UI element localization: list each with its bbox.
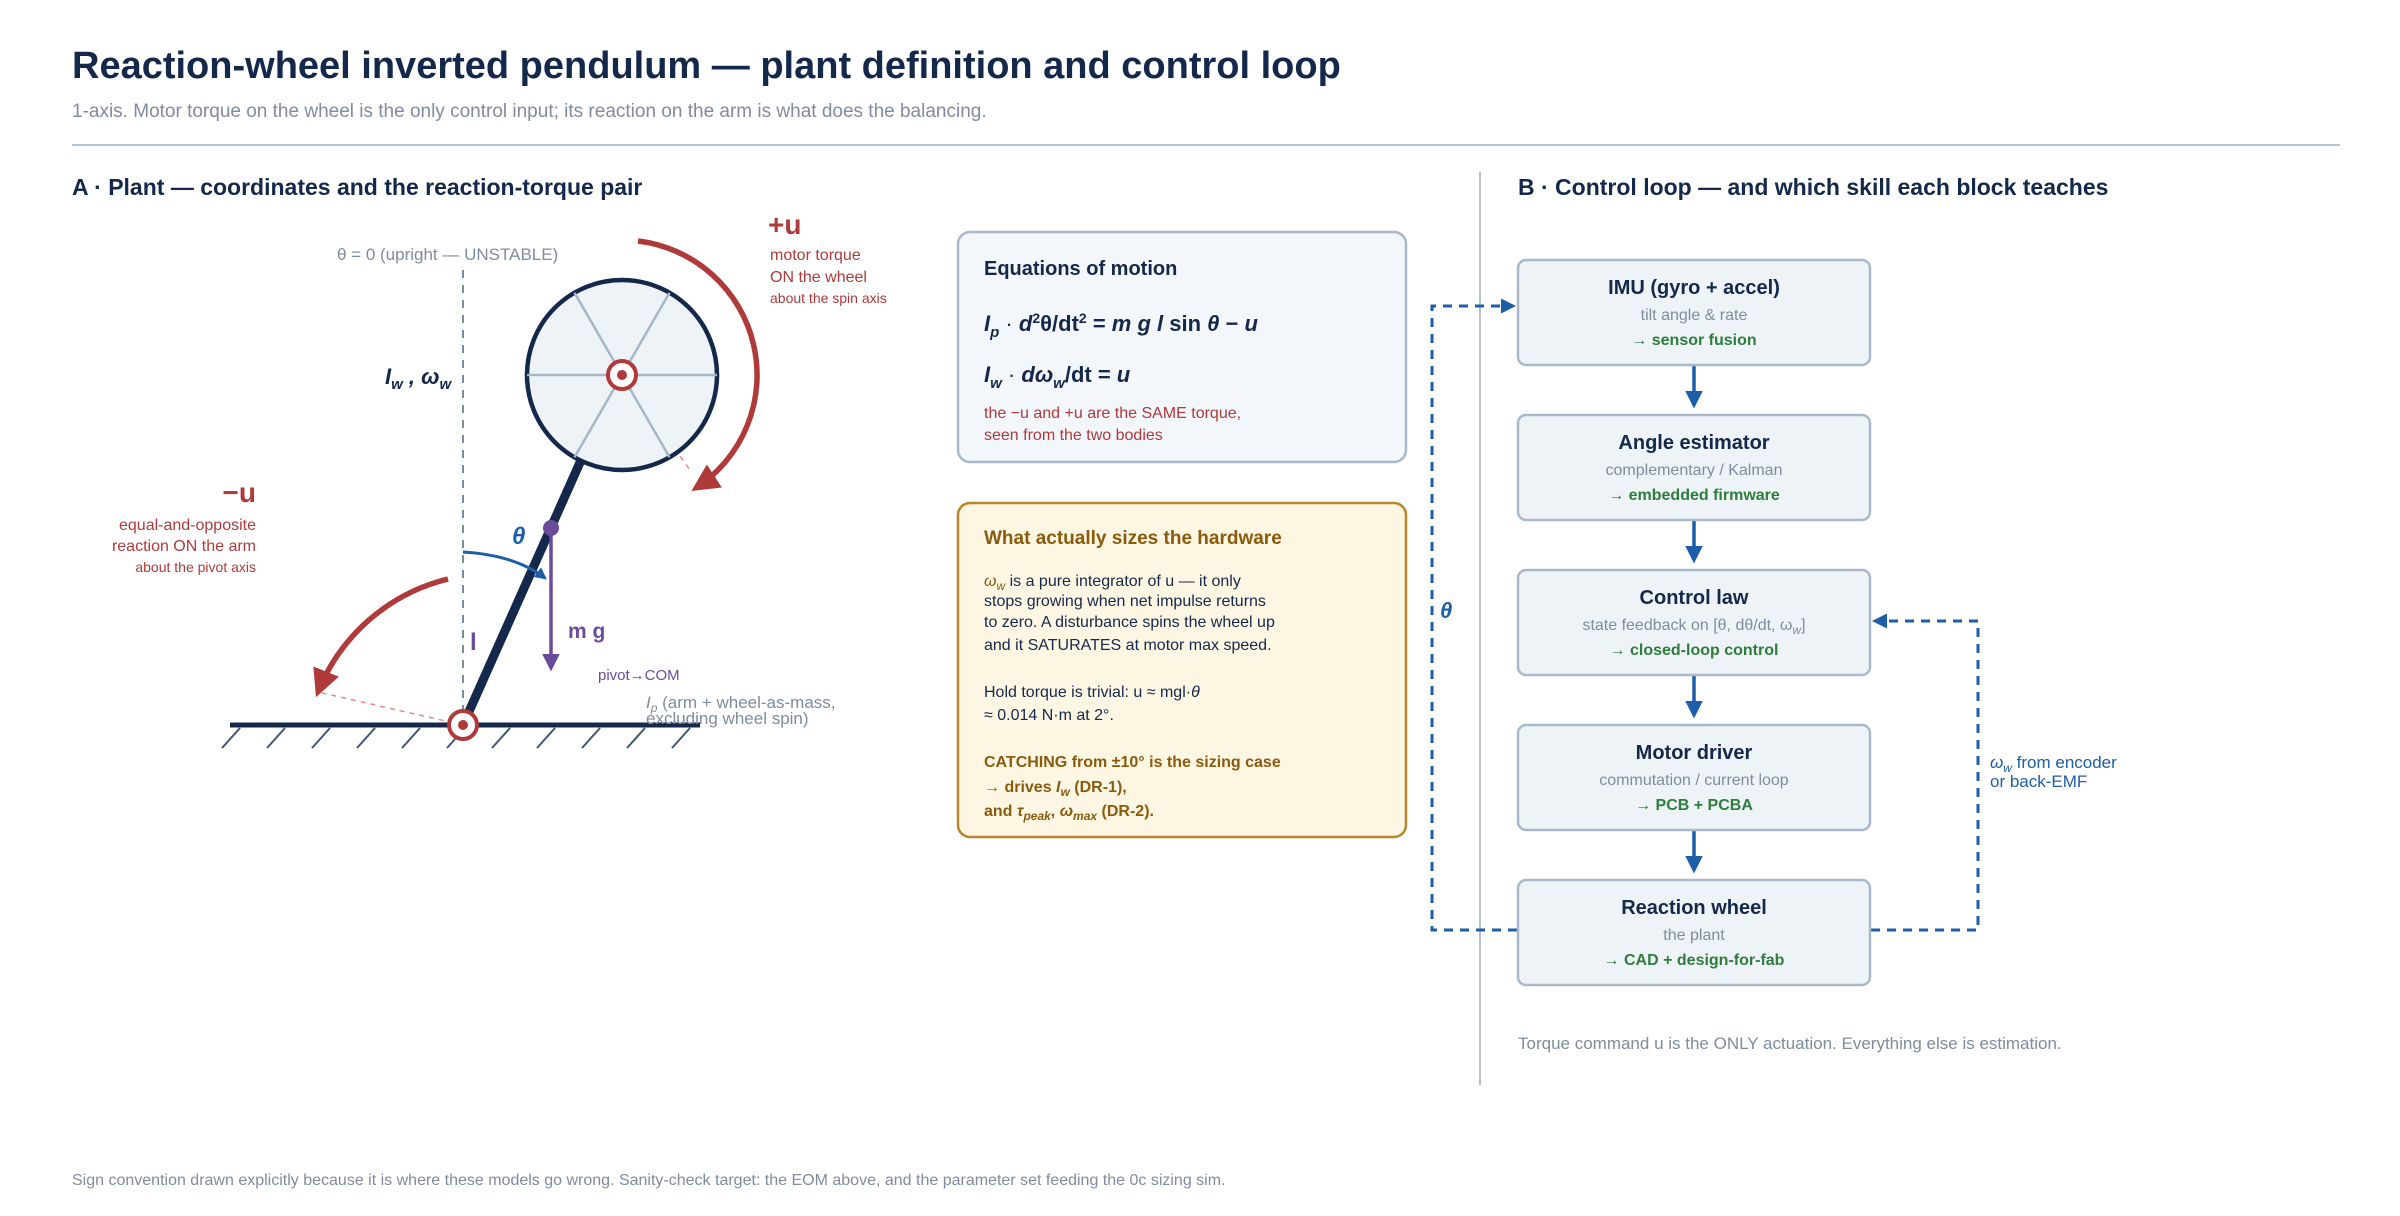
sizing-p2-line1: Hold torque is trivial: u ≈ mgl·θ [984, 684, 1200, 701]
sizing-p1-line3: to zero. A disturbance spins the wheel u… [984, 614, 1275, 631]
sizing-box [956, 501, 1408, 839]
block-motor-driver: Motor driver commutation / current loop … [1516, 723, 1872, 832]
sizing-p3-line2: → drives Iw (DR-1), [984, 779, 1127, 799]
pendulum-arm [458, 435, 595, 730]
block-skill: → sensor fusion [1631, 332, 1756, 349]
com-dot-icon [543, 520, 559, 536]
block-reaction-wheel: Reaction wheel the plant → CAD + design-… [1516, 878, 1872, 987]
plus-u-symbol: +u [768, 209, 801, 240]
panel-b-note: Torque command u is the ONLY actuation. … [1518, 1034, 2062, 1053]
theta-zero-label: θ = 0 (upright — UNSTABLE) [337, 245, 558, 264]
block-imu: IMU (gyro + accel) tilt angle & rate → s… [1516, 258, 1872, 367]
length-label: l [470, 629, 477, 656]
block-control-law: Control law state feedback on [θ, dθ/dt,… [1516, 568, 1872, 677]
block-skill: → CAD + design-for-fab [1604, 952, 1785, 969]
plus-u-line2: ON the wheel [770, 269, 867, 286]
block-subtitle: state feedback on [θ, dθ/dt, ωw] [1582, 617, 1805, 637]
sizing-p1-line4: and it SATURATES at motor max speed. [984, 637, 1272, 654]
sizing-p1-line1: ωw is a pure integrator of u — it only [984, 573, 1241, 593]
page-title: Reaction-wheel inverted pendulum — plant… [72, 45, 1341, 87]
footer-note: Sign convention drawn explicitly because… [72, 1172, 1226, 1189]
minus-u-guide-line [317, 691, 464, 726]
omega-feedback-label-2: or back-EMF [1990, 772, 2087, 791]
block-subtitle: complementary / Kalman [1606, 462, 1783, 479]
block-skill: → PCB + PCBA [1635, 797, 1753, 814]
sizing-title: What actually sizes the hardware [984, 528, 1282, 549]
plus-u-torque-arrow [637, 238, 760, 492]
minus-u-symbol: −u [223, 477, 256, 508]
block-angle-estimator: Angle estimator complementary / Kalman →… [1516, 413, 1872, 522]
pivot-com-label: pivot→COM [598, 667, 680, 684]
minus-u-line2: reaction ON the arm [112, 538, 256, 555]
eom-note-2: seen from the two bodies [984, 427, 1163, 444]
minus-u-line1: equal-and-opposite [119, 517, 256, 534]
theta-arc [462, 550, 547, 580]
sizing-p3-line3: and τpeak, ωmax (DR-2). [984, 803, 1154, 823]
panel-a-title: A · Plant — coordinates and the reaction… [72, 174, 642, 200]
minus-u-torque-arrow [313, 576, 449, 698]
block-subtitle: commutation / current loop [1599, 772, 1789, 789]
mg-label: m g [568, 620, 605, 643]
eom-box [956, 230, 1408, 464]
eom-equation-2: Iw · dωw/dt = u [984, 362, 1131, 392]
sizing-p3-line1: CATCHING from ±10° is the sizing case [984, 754, 1281, 771]
sizing-p2-line2: ≈ 0.014 N·m at 2°. [984, 707, 1114, 724]
theta-label: θ [512, 523, 525, 550]
block-title: IMU (gyro + accel) [1608, 277, 1780, 299]
eom-title: Equations of motion [984, 258, 1177, 280]
plus-u-line3: about the spin axis [770, 290, 887, 306]
ip-label: Ip (arm + wheel-as-mass, [646, 693, 836, 715]
block-title: Reaction wheel [1621, 897, 1767, 919]
pivot-icon [447, 709, 479, 741]
block-title: Motor driver [1636, 742, 1753, 764]
block-subtitle: tilt angle & rate [1641, 307, 1748, 324]
ground-hatch-icon [221, 727, 691, 749]
wheel-hub-icon [606, 359, 638, 391]
ip-label-line2: excluding wheel spin) [646, 709, 809, 728]
block-title: Control law [1640, 587, 1749, 609]
eom-equation-1: Ip · d2θ/dt2 = m g l sin θ − u [984, 310, 1259, 341]
panel-b-title: B · Control loop — and which skill each … [1518, 174, 2108, 200]
block-subtitle: the plant [1663, 927, 1725, 944]
theta-feedback-label: θ [1440, 598, 1452, 623]
omega-feedback-label: ωw from encoder [1990, 753, 2117, 775]
wheel-inertia-label: Iw , ωw [385, 364, 453, 393]
block-skill: → closed-loop control [1610, 642, 1779, 659]
page-subtitle: 1-axis. Motor torque on the wheel is the… [72, 101, 987, 122]
minus-u-line3: about the pivot axis [135, 559, 256, 575]
eom-note-1: the −u and +u are the SAME torque, [984, 405, 1241, 422]
sizing-p1-line2: stops growing when net impulse returns [984, 593, 1266, 610]
omega-feedback-path [1871, 613, 1980, 932]
block-title: Angle estimator [1618, 432, 1769, 454]
plus-u-line1: motor torque [770, 247, 861, 264]
block-skill: → embedded firmware [1608, 487, 1780, 504]
